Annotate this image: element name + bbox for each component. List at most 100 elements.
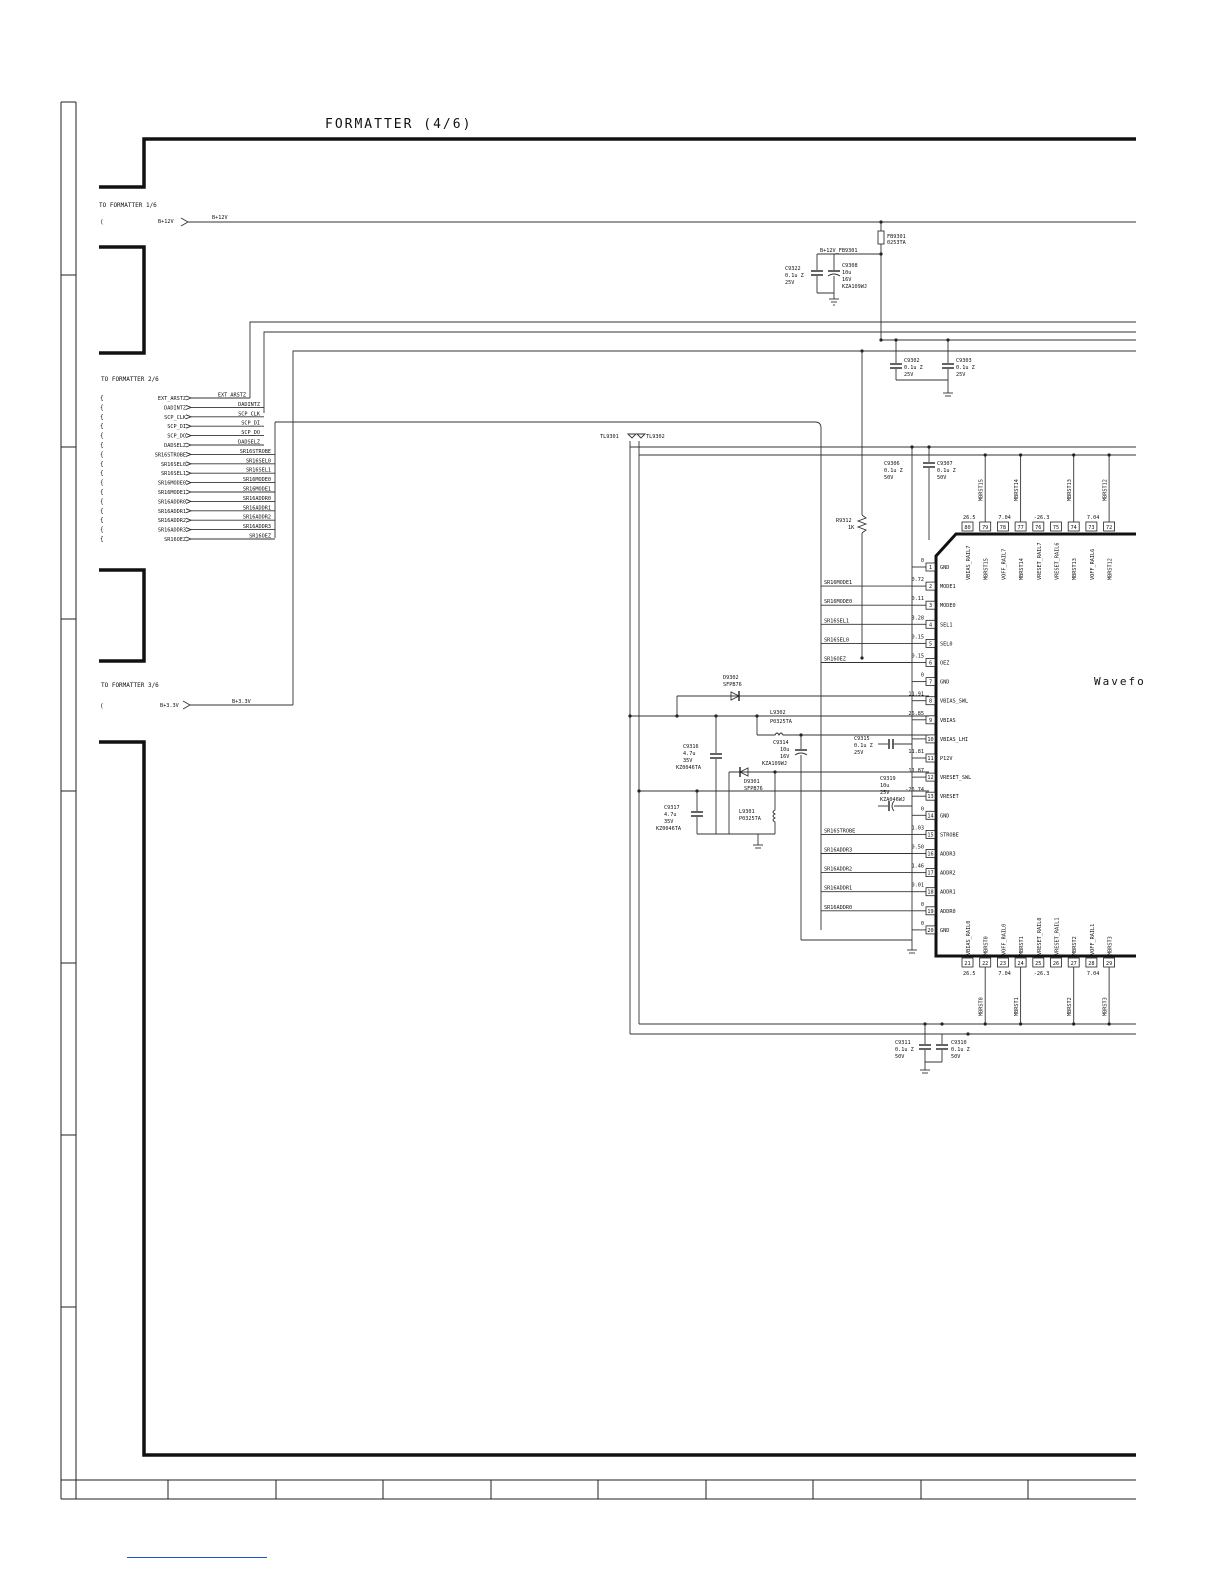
svg-text:{: { [100, 451, 104, 458]
fb9301-value: 0253TA [887, 240, 907, 246]
svg-text:0.1u Z: 0.1u Z [785, 273, 804, 279]
ic-pin-number: 25 [1035, 961, 1041, 967]
svg-text:C9302: C9302 [904, 358, 920, 364]
svg-text:C9317: C9317 [664, 805, 680, 811]
ic-pin-name: ADDR1 [940, 890, 956, 896]
pin-voltage: 0.15 [912, 634, 925, 640]
bus-lines [249, 321, 1136, 705]
pin-net-label: SR16SEL1 [824, 618, 849, 624]
ic-pin-number: 27 [1071, 961, 1077, 967]
connector-signal: DADINTZ [164, 405, 186, 411]
connector-signal: SCP_CLK [164, 415, 187, 421]
svg-text:D9302: D9302 [723, 675, 739, 681]
ferrite-bead [877, 230, 885, 245]
svg-text:{: { [100, 461, 104, 468]
svg-text:50V: 50V [937, 475, 946, 481]
footer-link-underline[interactable] [127, 1557, 267, 1558]
ic-pin-number: 5 [929, 641, 932, 647]
pin-net-label: SR16ADDR1 [824, 886, 852, 892]
ic-pin-number: 24 [1017, 961, 1023, 967]
ic-pin-name: MODE1 [940, 584, 956, 590]
ic-pin-number: 73 [1088, 525, 1094, 531]
ic-pin-name: MBRST15 [984, 558, 990, 580]
ic-pin-number: 28 [1088, 961, 1094, 967]
ic-pin-number: 78 [1000, 525, 1006, 531]
svg-text:10u: 10u [842, 270, 851, 276]
ic-pin-name: VBIAS [940, 718, 956, 724]
connector-signal: SR16MODE1 [158, 490, 186, 496]
svg-text:L9301: L9301 [739, 809, 755, 815]
net-label: EXT_ARSTZ [218, 393, 246, 399]
svg-text:{: { [100, 433, 104, 440]
ic-pin-name: MBRST1 [1019, 936, 1025, 955]
ic-pin-name: SEL1 [940, 622, 953, 628]
net-label: SR16STROBE [240, 449, 271, 455]
svg-text:B+3.3V: B+3.3V [160, 703, 179, 709]
ic-name: Wavefo [1094, 675, 1146, 688]
pin-net-label: MBRST14 [1014, 479, 1020, 501]
connector-label: TO FORMATTER 3/6 [101, 682, 159, 689]
pin-net-label: SR16STROBE [824, 828, 855, 834]
svg-text:25V: 25V [785, 280, 794, 286]
pin-net-label: SR16MODE1 [824, 580, 852, 586]
pin-voltage: 0 [921, 921, 924, 927]
ic-pin-name: MBRST13 [1072, 558, 1078, 580]
svg-text:B+3.3V: B+3.3V [232, 699, 251, 705]
page-title: FORMATTER (4/6) [325, 117, 472, 132]
svg-text:C9303: C9303 [956, 358, 972, 364]
svg-text:{: { [100, 423, 104, 430]
svg-text:16V: 16V [780, 754, 789, 760]
pin-net-label: SR16OEZ [824, 657, 846, 663]
svg-text:KZA109WJ: KZA109WJ [842, 284, 867, 290]
ic-pin-number: 15 [927, 832, 933, 838]
cap-c9311-c9310: C9311 0.1u Z 50V C9310 0.1u Z 50V [895, 1022, 970, 1074]
net-label: SR16ADDR0 [243, 496, 271, 502]
ic-pin-number: 18 [927, 890, 933, 896]
net-label: SR16MODE1 [243, 487, 271, 493]
ic-pin-number: 13 [927, 794, 933, 800]
net-label: SR16OEZ [249, 534, 271, 540]
pin-net-label: MBRST2 [1067, 997, 1073, 1016]
svg-text:{: { [100, 527, 104, 534]
ic-pin-name: VRESET_RAIL7 [1037, 543, 1043, 580]
sheet-border [99, 137, 1136, 1457]
ic-pin-number: 80 [964, 525, 970, 531]
svg-text:C9307: C9307 [937, 461, 953, 467]
svg-text:{: { [100, 508, 104, 515]
ic-pin-number: 20 [927, 928, 933, 934]
net-label: SR16SEL0 [246, 458, 271, 464]
ic-pin-number: 22 [982, 961, 988, 967]
svg-text:TL9302: TL9302 [646, 434, 665, 440]
ic-pin-name: MBRST0 [984, 936, 990, 955]
ic-pin-name: OEZ [940, 661, 949, 667]
pin-voltage: 7.04 [998, 971, 1011, 977]
pin-voltage: 0.50 [912, 845, 925, 851]
svg-text:0.1u Z: 0.1u Z [895, 1047, 914, 1053]
pin-net-label: MBRST0 [979, 997, 985, 1016]
svg-text:{: { [100, 498, 104, 505]
ic-pin-number: 16 [927, 852, 933, 858]
svg-text:C9311: C9311 [895, 1040, 911, 1046]
connector-formatter-1: TO FORMATTER 1/6 [99, 202, 157, 209]
svg-text:25V: 25V [854, 750, 863, 756]
svg-text:50V: 50V [951, 1054, 960, 1060]
connector-signal: DADSELZ [164, 443, 186, 449]
net-label: DADSELZ [238, 440, 260, 446]
ic-pin-name: VBIAS_LHI [940, 737, 968, 743]
pin-net-label: MBRST3 [1103, 997, 1109, 1016]
svg-text:{: { [100, 470, 104, 477]
diode-d9301 [738, 767, 749, 777]
svg-text:10u: 10u [880, 783, 889, 789]
net-label: SR16ADDR1 [243, 505, 271, 511]
ic-pin-name: ADDR2 [940, 871, 956, 877]
ic-pin-name: VRESET_RAIL0 [1037, 918, 1043, 955]
sheet-frame [60, 101, 1136, 1500]
svg-text:35V: 35V [664, 819, 673, 825]
pin-net-label: MBRST12 [1103, 479, 1109, 501]
ic-pin-number: 6 [929, 661, 932, 667]
signal-b12v: B+12V [158, 219, 174, 225]
net-label: SCP_CLK [238, 411, 261, 417]
ic-pin-number: 72 [1106, 525, 1112, 531]
pin-net-label: SR16ADDR0 [824, 905, 852, 911]
svg-text:1K: 1K [848, 525, 855, 531]
